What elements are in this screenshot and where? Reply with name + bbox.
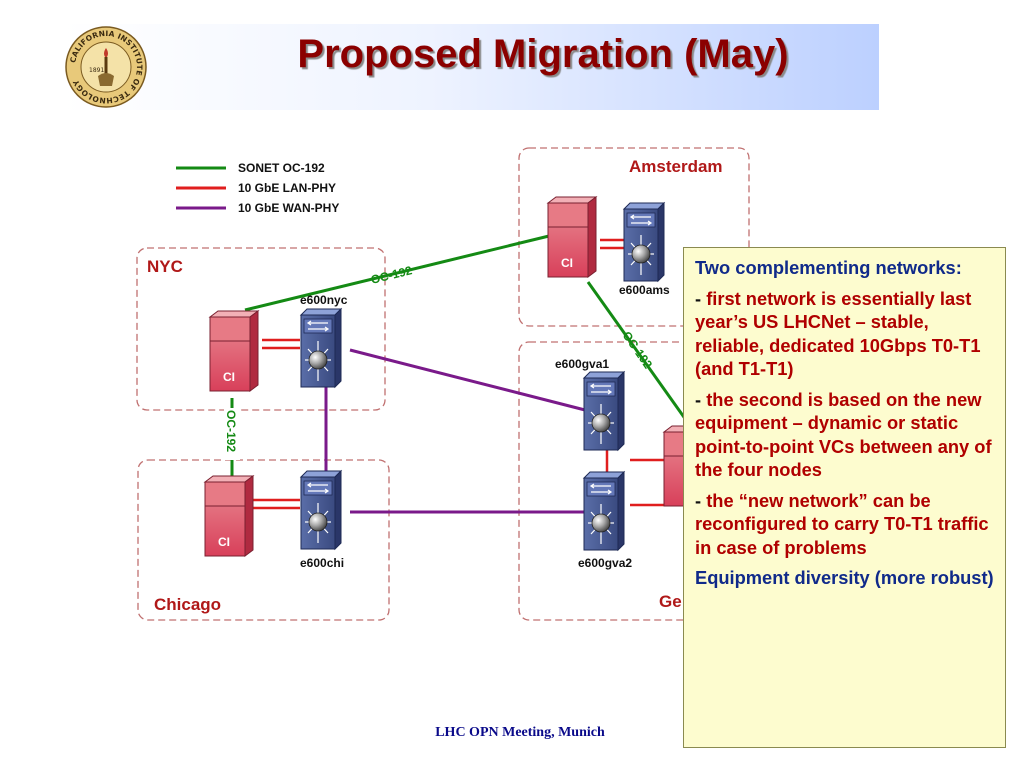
switch-e600nyc bbox=[300, 308, 342, 388]
legend-label-sonet: SONET OC-192 bbox=[238, 161, 325, 175]
region-amsterdam bbox=[518, 147, 750, 327]
callout-heading: Two complementing networks: bbox=[695, 257, 962, 278]
link-sonet-ams-gva bbox=[586, 281, 688, 421]
legend-label-wan-phy: 10 GbE WAN-PHY bbox=[238, 201, 339, 215]
oc192-label-nyc-ams: OC-192 bbox=[369, 263, 413, 287]
callout-bullet-1: - first network is essentially last year… bbox=[695, 287, 981, 380]
switch-e600ams bbox=[623, 202, 665, 282]
oc192-label-nyc-chi: OC-192 bbox=[224, 408, 240, 460]
switch-e600gva2 bbox=[583, 471, 625, 551]
ci-box-chicago: CI bbox=[204, 475, 254, 557]
region-chicago bbox=[137, 459, 390, 621]
caltech-seal-icon: CALIFORNIA INSTITUTE OF TECHNOLOGY 1891 bbox=[65, 26, 147, 108]
svg-text:CI: CI bbox=[223, 370, 235, 384]
legend: SONET OC-192 10 GbE LAN-PHY 10 GbE WAN-P… bbox=[176, 161, 339, 215]
device-label-e600chi: e600chi bbox=[300, 556, 344, 570]
region-label-nyc: NYC bbox=[147, 257, 183, 276]
callout-bullet-3: - the “new network” can be reconfigured … bbox=[695, 489, 989, 558]
switch-e600gva1 bbox=[583, 371, 625, 451]
svg-text:OC-192: OC-192 bbox=[224, 410, 238, 452]
device-label-e600gva1: e600gva1 bbox=[555, 357, 609, 371]
region-label-chicago: Chicago bbox=[154, 595, 221, 614]
region-label-amsterdam: Amsterdam bbox=[629, 157, 723, 176]
link-sonet-nyc-ams bbox=[244, 234, 550, 312]
region-nyc bbox=[136, 247, 386, 411]
device-label-e600ams: e600ams bbox=[619, 283, 670, 297]
device-label-e600gva2: e600gva2 bbox=[578, 556, 632, 570]
svg-text:CI: CI bbox=[218, 535, 230, 549]
switch-e600chi bbox=[300, 470, 342, 550]
region-label-geneva: Ge bbox=[659, 592, 682, 611]
link-wan-nyc-gva1 bbox=[349, 348, 586, 412]
slide-footer: LHC OPN Meeting, Munich bbox=[435, 725, 605, 740]
svg-text:OC-192: OC-192 bbox=[620, 329, 656, 372]
legend-item-sonet: SONET OC-192 bbox=[176, 161, 325, 175]
info-callout: Two complementing networks: - first netw… bbox=[683, 247, 1006, 748]
legend-item-lan-phy: 10 GbE LAN-PHY bbox=[176, 181, 336, 195]
seal-year: 1891 bbox=[89, 67, 104, 74]
legend-label-lan-phy: 10 GbE LAN-PHY bbox=[238, 181, 336, 195]
callout-bullet-2: - the second is based on the new equipme… bbox=[695, 388, 992, 481]
legend-item-wan-phy: 10 GbE WAN-PHY bbox=[176, 201, 339, 215]
device-label-e600nyc: e600nyc bbox=[300, 293, 348, 307]
svg-text:CI: CI bbox=[561, 256, 573, 270]
ci-box-amsterdam: CI bbox=[547, 196, 597, 278]
oc192-label-ams-gva: OC-192 bbox=[620, 329, 656, 372]
page-title: Proposed Migration (May) bbox=[297, 32, 789, 76]
slide-header: CALIFORNIA INSTITUTE OF TECHNOLOGY 1891 … bbox=[63, 24, 879, 110]
ci-box-nyc: CI bbox=[209, 310, 259, 392]
callout-closing: Equipment diversity (more robust) bbox=[695, 567, 994, 588]
